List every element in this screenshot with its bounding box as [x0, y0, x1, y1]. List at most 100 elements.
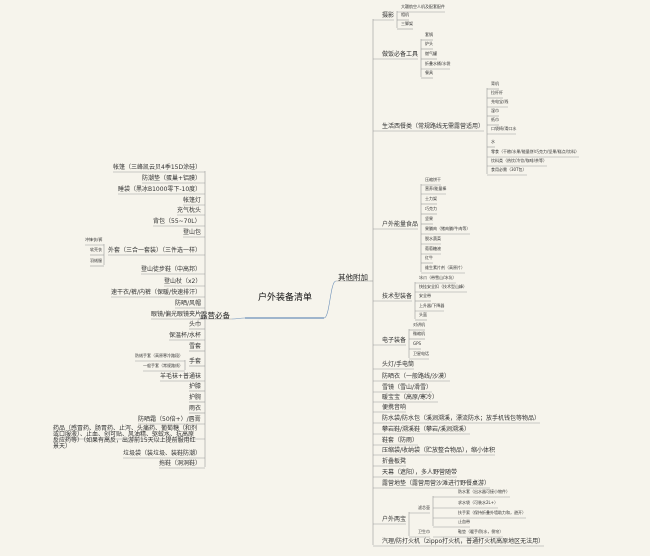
right-sub-item: 营养/能量棒 [425, 186, 447, 191]
right-item: 天幕（遮阳），多人野营随带 [382, 469, 458, 476]
right-sub-item: 红牛 [425, 255, 433, 260]
left-item: 眼镜/偏光眼镜夹片 [151, 311, 202, 318]
left-item: 拖鞋（洞洞鞋） [159, 460, 202, 467]
left-sub-item: 冲锋衣/裤 [85, 237, 103, 242]
left-item: 防晒霜（50倍+）/唇膏 [138, 416, 201, 423]
right-sub-item: 饮料类（热饮/冷饮/咖啡/茶等） [491, 158, 548, 163]
right-sub-item: 相机 [401, 12, 409, 17]
right-item: 摄影 [382, 12, 395, 19]
left-item: 防潮垫（蛋巢+铝膜） [142, 175, 202, 182]
left-sub-item: 羽绒服 [90, 258, 102, 263]
left-item: 充气枕头 [177, 207, 202, 214]
connector [323, 280, 337, 319]
right-sub-item: 口袋椅/滑口水 [491, 126, 517, 131]
right-sub-item: 背机 [491, 81, 499, 86]
left-sub-item: 防绒手套（高原寒冷路段） [135, 353, 183, 358]
right-sub-sub-item: 鞋垫（暖手/防水，侧帘） [458, 529, 504, 534]
connector [231, 317, 246, 320]
right-sub-item: 湿巾 [491, 108, 499, 113]
left-item: 防晒/风帽 [175, 300, 202, 307]
right-sub-item: 零食（干粮/水果/能量饼/巧克力/坚果/糕点/饮料） [491, 149, 580, 154]
right-sub-item: GPS [413, 341, 422, 346]
right-item: 攀岩鞋/溯溪鞋（攀岩/溪涧溯溪） [382, 426, 471, 433]
right-sub-item: 微缩机 [413, 331, 425, 336]
right-sub-item: 压缩饼干 [425, 177, 441, 182]
right-sub-item: 燃气罐 [425, 51, 437, 56]
left-item: 帐篷（三峰凯云贝4季15D涂硅） [113, 164, 202, 171]
left-sub-item: 一般手套（常规路线） [143, 363, 183, 368]
right-sub-item: 餐具 [425, 70, 433, 75]
right-sub-item: 大疆航空人机及配套配件 [401, 4, 445, 9]
left-item: 背包（55~70L） [153, 218, 201, 225]
right-sub-item: 滤芯壶 [418, 505, 430, 510]
right-item: 露营地垫（露营用营沙滩进行野餐桌游） [382, 480, 491, 487]
left-item: 头巾 [189, 321, 202, 328]
right-sub-item: 三脚架 [401, 21, 413, 26]
right-sub-item: 维生素片剂（高原片） [425, 265, 465, 270]
right-item: 户外两宝 [382, 516, 407, 523]
right-sub-item: 卫星电话 [413, 351, 429, 356]
right-sub-item: 脱水蔬菜 [425, 236, 441, 241]
right-sub-sub-item: 止血带 [458, 519, 470, 524]
left-item: 药品（感冒药、肠胃药、止泻、头痛药、葡萄糖（和剂或口服液）、止血、创可贴、风油精… [53, 425, 198, 450]
left-item: 雨衣 [189, 405, 202, 412]
left-item: 垃圾袋（装垃圾、装鞋防潮） [123, 450, 202, 457]
left-item: 保温杯/水杯 [169, 332, 202, 339]
right-sub-item: 葡萄糖液 [425, 246, 441, 251]
right-item: 汽理/防打火机（zippo打火机，普通打火机高原地区无法用） [382, 538, 545, 545]
left-item: 速干衣/裤/内裤（保暖/快速排汗） [111, 289, 202, 296]
right-sub-item: 果脯肉（猪肉脯/牛肉等） [425, 226, 471, 231]
right-sub-sub-item: 扶手索（保持折叠外墙助力和，避开） [458, 510, 526, 515]
left-item: 雪套 [189, 343, 202, 350]
right-sub-item: 卫生巾 [418, 529, 430, 534]
left-item: 手套 [189, 358, 202, 365]
right-item: 压缩袋/收纳袋（贮放整合物品），缩小体积 [382, 447, 496, 454]
right-item: 鞋套（防雨） [382, 437, 419, 444]
right-item: 生活西餐类（常规路线无需露营适用） [382, 123, 485, 130]
right-sub-item: 纸巾 [491, 117, 499, 122]
right-main-topic: 其他附加 [338, 273, 368, 282]
left-item: 登山徒步鞋（中高邦） [141, 266, 202, 273]
left-item: 外套（三合一套装）（三件选一样） [108, 247, 202, 254]
right-item: 电子装备 [382, 337, 407, 344]
right-item: 折叠板凳 [382, 458, 407, 465]
right-item: 防晒衣（一般路线/沙漠） [382, 373, 451, 380]
right-sub-item: 对讲机 [413, 322, 425, 327]
right-sub-item: 食用必需（30T包） [491, 167, 527, 172]
right-item: 头灯/手电筒 [382, 361, 415, 368]
left-item: 护腕 [189, 394, 202, 401]
right-sub-item: 巧克力 [425, 206, 437, 211]
right-sub-item: 拉杆杆 [491, 90, 503, 95]
left-item: 羊毛袜+普通袜 [160, 373, 202, 380]
root-topic: 户外装备清单 [258, 293, 313, 303]
right-sub-sub-item: 求水袋（可装水2L+） [458, 500, 499, 505]
left-item: 护膝 [189, 383, 202, 390]
right-sub-item: 折叠水桶/水袋 [425, 61, 451, 66]
left-main-topic: 露营必备 [200, 311, 230, 320]
right-sub-item: 水 [491, 139, 495, 144]
right-sub-item: 冰爪（带雪山/冰坑） [419, 275, 457, 280]
left-item: 登山包 [183, 229, 202, 236]
right-sub-sub-item: 防水套（出水器可接小物件） [458, 489, 510, 494]
right-sub-item: 充电宝/线 [491, 99, 509, 104]
right-item: 便携音响 [382, 404, 407, 411]
right-item: 做饭必备工具 [382, 51, 419, 58]
right-item: 户外能量食品 [382, 221, 419, 228]
right-item: 暖宝宝（高原/寒冷） [382, 394, 439, 401]
right-item: 雪镜（雪山/滑雪） [382, 384, 433, 391]
right-sub-item: 上升器/下降器 [419, 303, 445, 308]
right-item: 技术型装备 [382, 293, 413, 300]
right-sub-item: 坚果 [425, 216, 433, 221]
right-sub-item: 炉头 [425, 41, 433, 46]
right-sub-item: 快挂安全扣（技术型山峰） [419, 284, 467, 289]
left-sub-item: 软壳衣 [90, 247, 102, 252]
right-item: 防水袋/防水包（溪涧溯溪，漂流防水；放手机钱包等物品） [382, 415, 541, 422]
right-sub-item: 套锅 [425, 32, 433, 37]
right-sub-item: 头盔 [419, 312, 427, 317]
right-sub-item: 士力架 [425, 196, 437, 201]
left-item: 帐篷灯 [183, 197, 202, 204]
right-sub-item: 安全带 [419, 293, 431, 298]
left-item: 睡袋（黑冰B1000零下-10度） [118, 186, 202, 193]
left-item: 登山杖（x2） [164, 278, 202, 285]
